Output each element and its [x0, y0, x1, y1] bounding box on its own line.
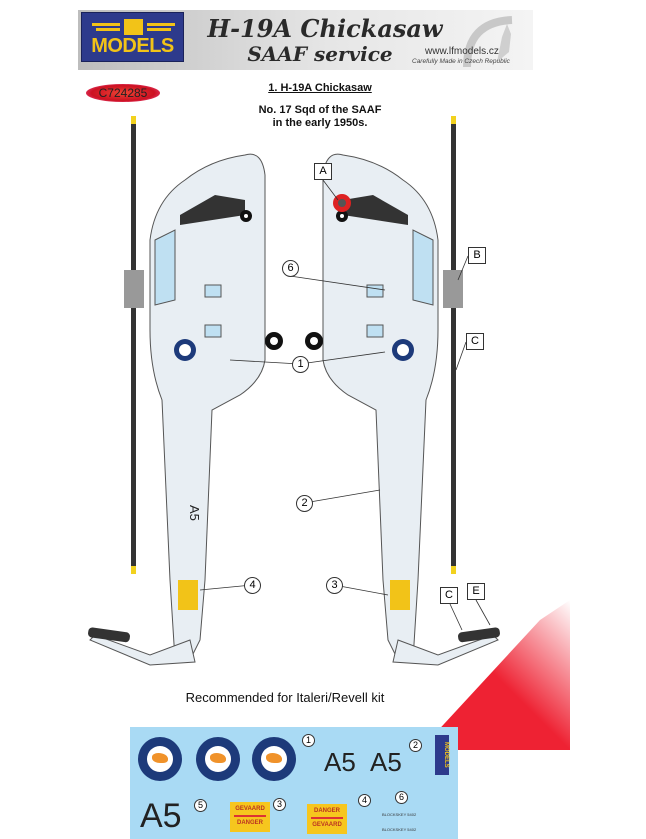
decal-num-2: 2 — [409, 739, 422, 752]
scheme-desc-line2: in the early 1950s. — [272, 117, 368, 129]
springbok-watermark-icon — [463, 16, 513, 68]
website-link[interactable]: www.lfmodels.cz — [425, 46, 499, 57]
helicopter-profiles: A5 — [88, 116, 500, 666]
serial-decal: BLOCKSKEY 5402 — [382, 827, 417, 832]
decal-num-4: 4 — [358, 794, 371, 807]
callout-e: E — [467, 583, 485, 600]
scheme-desc-line1: No. 17 Sqd of the SAAF — [258, 104, 382, 116]
warning-bottom: DANGER — [236, 820, 263, 826]
callout-lines — [199, 179, 491, 631]
callout-2: 2 — [296, 495, 313, 512]
callout-1: 1 — [292, 356, 309, 373]
warning-decal: DANGER GEVAARD — [307, 804, 347, 834]
callout-a: A — [314, 163, 332, 180]
warning-decal: GEVAARD DANGER — [230, 802, 270, 832]
lf-models-logo: MODELS — [81, 12, 184, 62]
recommended-kit: Recommended for Italeri/Revell kit — [185, 690, 385, 705]
decal-num-1: 1 — [302, 734, 315, 747]
scale-badge — [420, 600, 570, 750]
kit-title: H-19A Chickasaw — [207, 14, 443, 43]
callout-6: 6 — [282, 260, 299, 277]
code-decal: A5 — [370, 747, 402, 777]
logo-wings-icon — [92, 19, 175, 35]
fuselage-right — [305, 153, 500, 666]
logo-text: MODELS — [91, 35, 174, 57]
svg-text:A5: A5 — [187, 505, 202, 521]
code-decal-large: A5 — [140, 797, 182, 835]
rotor-blade-right — [443, 116, 463, 574]
rotor-blade-left — [124, 116, 144, 574]
serial-decal: BLOCKSKEY 5402 — [382, 812, 417, 817]
decal-num-6: 6 — [395, 791, 408, 804]
kit-subtitle: SAAF service — [247, 42, 393, 66]
roundel-decal — [196, 737, 240, 781]
callout-3: 3 — [326, 577, 343, 594]
roundel-decal — [138, 737, 182, 781]
decal-num-5: 5 — [194, 799, 207, 812]
scheme-title: 1. H-19A Chickasaw — [268, 82, 372, 94]
warning-top: DANGER — [313, 808, 340, 814]
decal-sheet: 1 A5 A5 2 MODELS A5 5 GEVAARD DANGER 3 DA… — [130, 727, 458, 839]
product-code-badge: C724285 — [86, 84, 160, 102]
callout-c-tail: C — [440, 587, 458, 604]
sheet-logo: MODELS — [435, 735, 449, 775]
callout-c: C — [466, 333, 484, 350]
callout-b: B — [468, 247, 486, 264]
fuselage-left: A5 — [88, 153, 283, 666]
callout-4: 4 — [244, 577, 261, 594]
decal-num-3: 3 — [273, 798, 286, 811]
warning-top: GEVAARD — [235, 806, 265, 812]
warning-bottom: GEVAARD — [312, 822, 342, 828]
tagline: Carefully Made in Czech Republic — [412, 58, 510, 65]
roundel-decal — [252, 737, 296, 781]
code-decal: A5 — [324, 747, 356, 777]
